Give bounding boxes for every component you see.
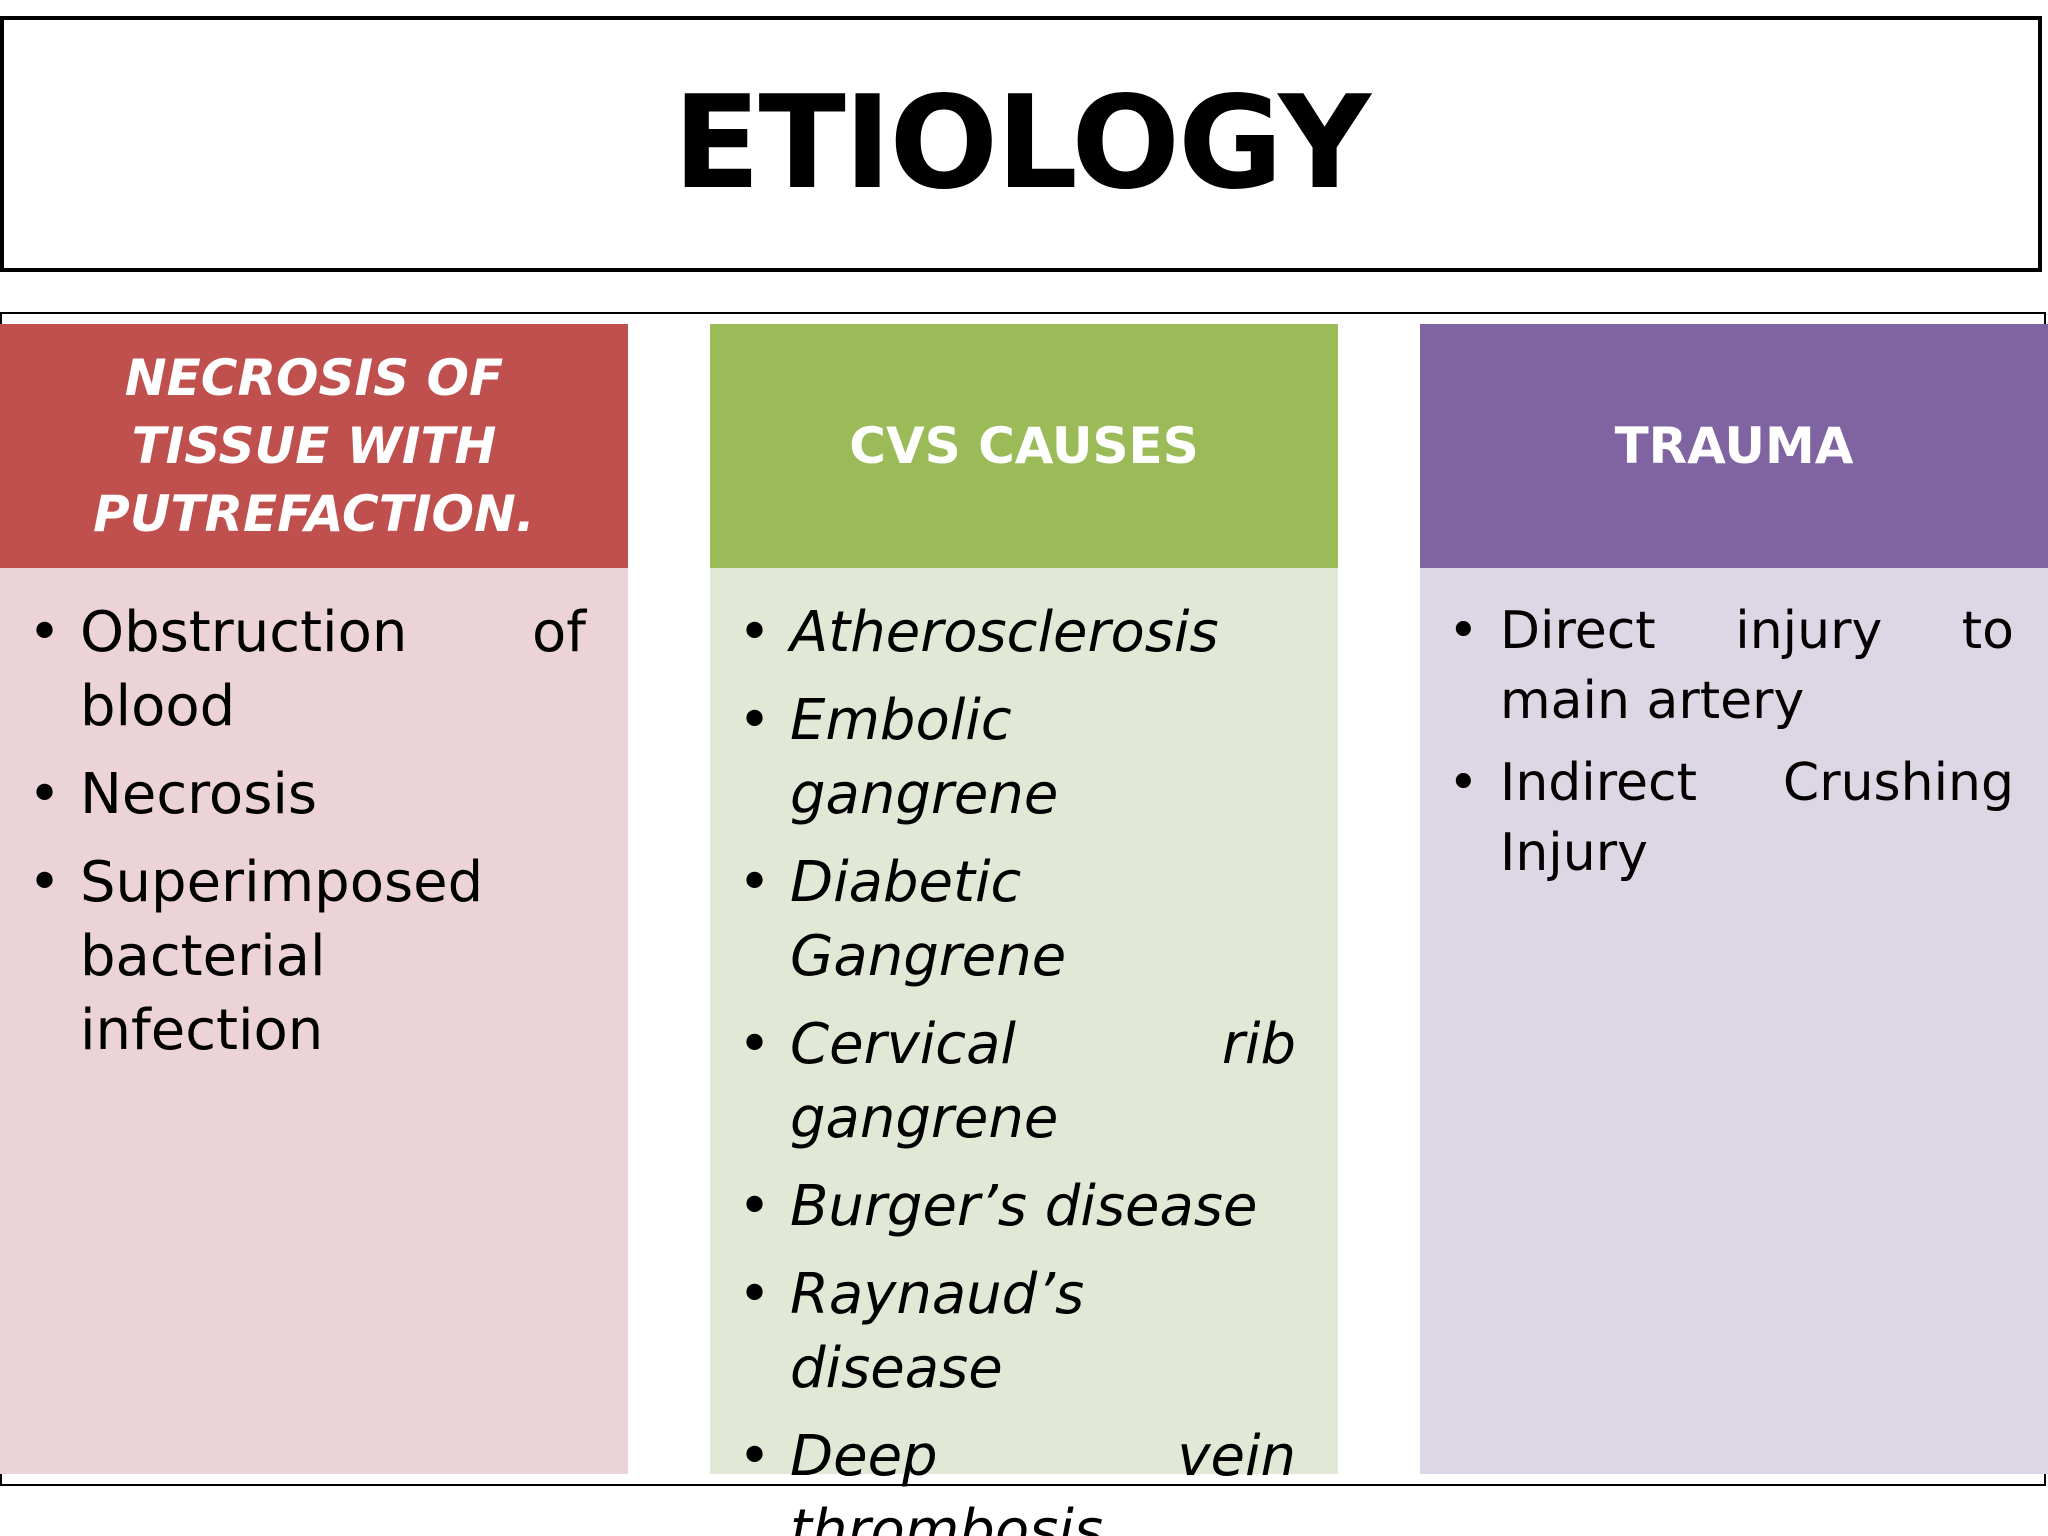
bullet-list-necrosis: Obstruction of blood Necrosis Superimpos… <box>28 596 586 1068</box>
list-item: Burger’s disease <box>738 1170 1296 1244</box>
title-box: ETIOLOGY <box>0 16 2042 272</box>
list-item: Cervical rib gangrene <box>738 1008 1296 1156</box>
column-header-trauma: TRAUMA <box>1420 324 2048 568</box>
slide-title: ETIOLOGY <box>673 69 1371 218</box>
list-item: Obstruction of blood <box>28 596 586 744</box>
column-body-necrosis: Obstruction of blood Necrosis Superimpos… <box>0 568 628 1474</box>
bullet-list-cvs-causes: Atherosclerosis Embolic gangrene Diabeti… <box>738 596 1296 1536</box>
list-item: Superimposed bacterial infection <box>28 846 586 1068</box>
column-cvs-causes: CVS CAUSES Atherosclerosis Embolic gangr… <box>710 324 1338 1536</box>
list-item: Diabetic Gangrene <box>738 846 1296 994</box>
list-item: Deep vein thrombosis <box>738 1420 1296 1536</box>
column-body-trauma: Direct injury to main artery Indirect Cr… <box>1420 568 2048 1474</box>
column-header-cvs-causes: CVS CAUSES <box>710 324 1338 568</box>
list-item: Atherosclerosis <box>738 596 1296 670</box>
column-necrosis: NECROSIS OF TISSUE WITH PUTREFACTION. Ob… <box>0 324 628 1474</box>
list-item: Embolic gangrene <box>738 684 1296 832</box>
list-item: Indirect Crushing Injury <box>1448 748 2014 888</box>
column-body-cvs-causes: Atherosclerosis Embolic gangrene Diabeti… <box>710 568 1338 1536</box>
list-item: Direct injury to main artery <box>1448 596 2014 736</box>
column-header-necrosis: NECROSIS OF TISSUE WITH PUTREFACTION. <box>0 324 628 568</box>
list-item: Raynaud’s disease <box>738 1258 1296 1406</box>
column-trauma: TRAUMA Direct injury to main artery Indi… <box>1420 324 2048 1474</box>
bullet-list-trauma: Direct injury to main artery Indirect Cr… <box>1448 596 2014 888</box>
list-item: Necrosis <box>28 758 586 832</box>
